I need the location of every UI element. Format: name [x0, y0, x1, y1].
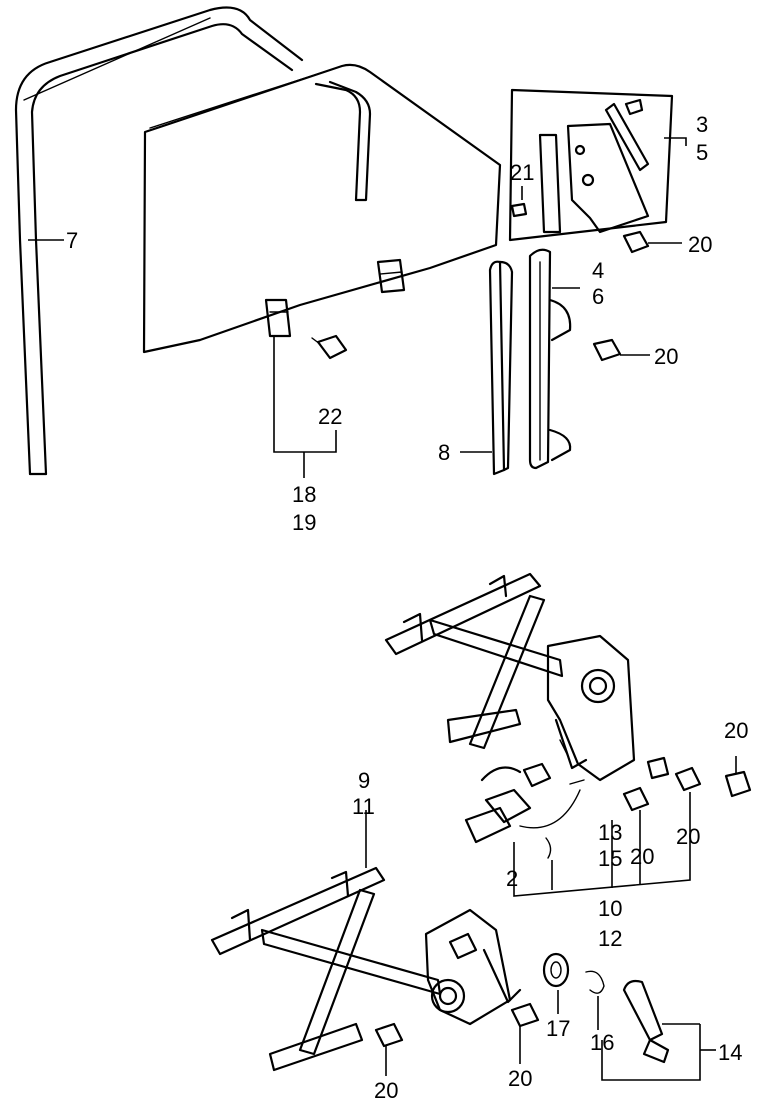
bolt-20-top [622, 230, 650, 254]
callout-21: 21 [510, 160, 534, 185]
callout-20-mid: 20 [654, 344, 678, 369]
window-motor [464, 766, 585, 844]
quarter-glass-assembly [508, 88, 674, 242]
bolt-20-r2 [646, 756, 702, 792]
sash-channel [528, 248, 572, 470]
door-glass [142, 63, 502, 354]
bolt-20-right [724, 770, 752, 798]
rear-channel [488, 260, 514, 476]
callout-20-right: 20 [724, 718, 748, 743]
clip-small [545, 837, 552, 859]
bolt-20-bl [374, 1022, 404, 1048]
callout-4: 4 [592, 258, 604, 283]
run-channel [14, 6, 304, 476]
callout-14: 14 [718, 1040, 742, 1065]
callout-10: 10 [598, 896, 622, 921]
callout-20-r2: 20 [676, 824, 700, 849]
callout-2: 2 [506, 866, 518, 891]
callout-12: 12 [598, 926, 622, 951]
callout-19: 19 [292, 510, 316, 535]
callout-8: 8 [438, 440, 450, 465]
handle-clip [585, 970, 605, 994]
callout-16: 16 [590, 1030, 614, 1055]
bolt-motor [522, 762, 552, 788]
window-handle [622, 979, 670, 1064]
callout-7: 7 [66, 228, 78, 253]
callout-17: 17 [546, 1016, 570, 1041]
callout-13: 13 [598, 820, 622, 845]
callout-20-top: 20 [688, 232, 712, 257]
callout-6: 6 [592, 284, 604, 309]
callout-22: 22 [318, 404, 342, 429]
bolt-22 [311, 334, 348, 360]
callout-20-bm: 20 [508, 1066, 532, 1091]
callout-11: 11 [352, 794, 375, 819]
callout-20-bl: 20 [374, 1078, 398, 1103]
handle-washer [542, 952, 570, 988]
bolt-20-mid [592, 338, 622, 362]
callout-20-r1: 20 [630, 844, 654, 869]
glass-holder-left [264, 298, 292, 338]
leader-lines [28, 137, 737, 1081]
bolt-20-bm [510, 1002, 540, 1028]
callout-9: 9 [358, 768, 370, 793]
callout-labels: 7 3 5 21 20 4 6 20 22 8 18 19 9 11 20 13… [66, 112, 748, 1103]
glass-holder-right [376, 258, 406, 294]
callout-15: 15 [598, 846, 622, 871]
callout-3: 3 [696, 112, 708, 137]
bolt-20-r1 [622, 786, 650, 812]
power-window-regulator [384, 572, 636, 782]
callout-18: 18 [292, 482, 316, 507]
callout-5: 5 [696, 140, 708, 165]
manual-window-regulator [210, 866, 522, 1072]
